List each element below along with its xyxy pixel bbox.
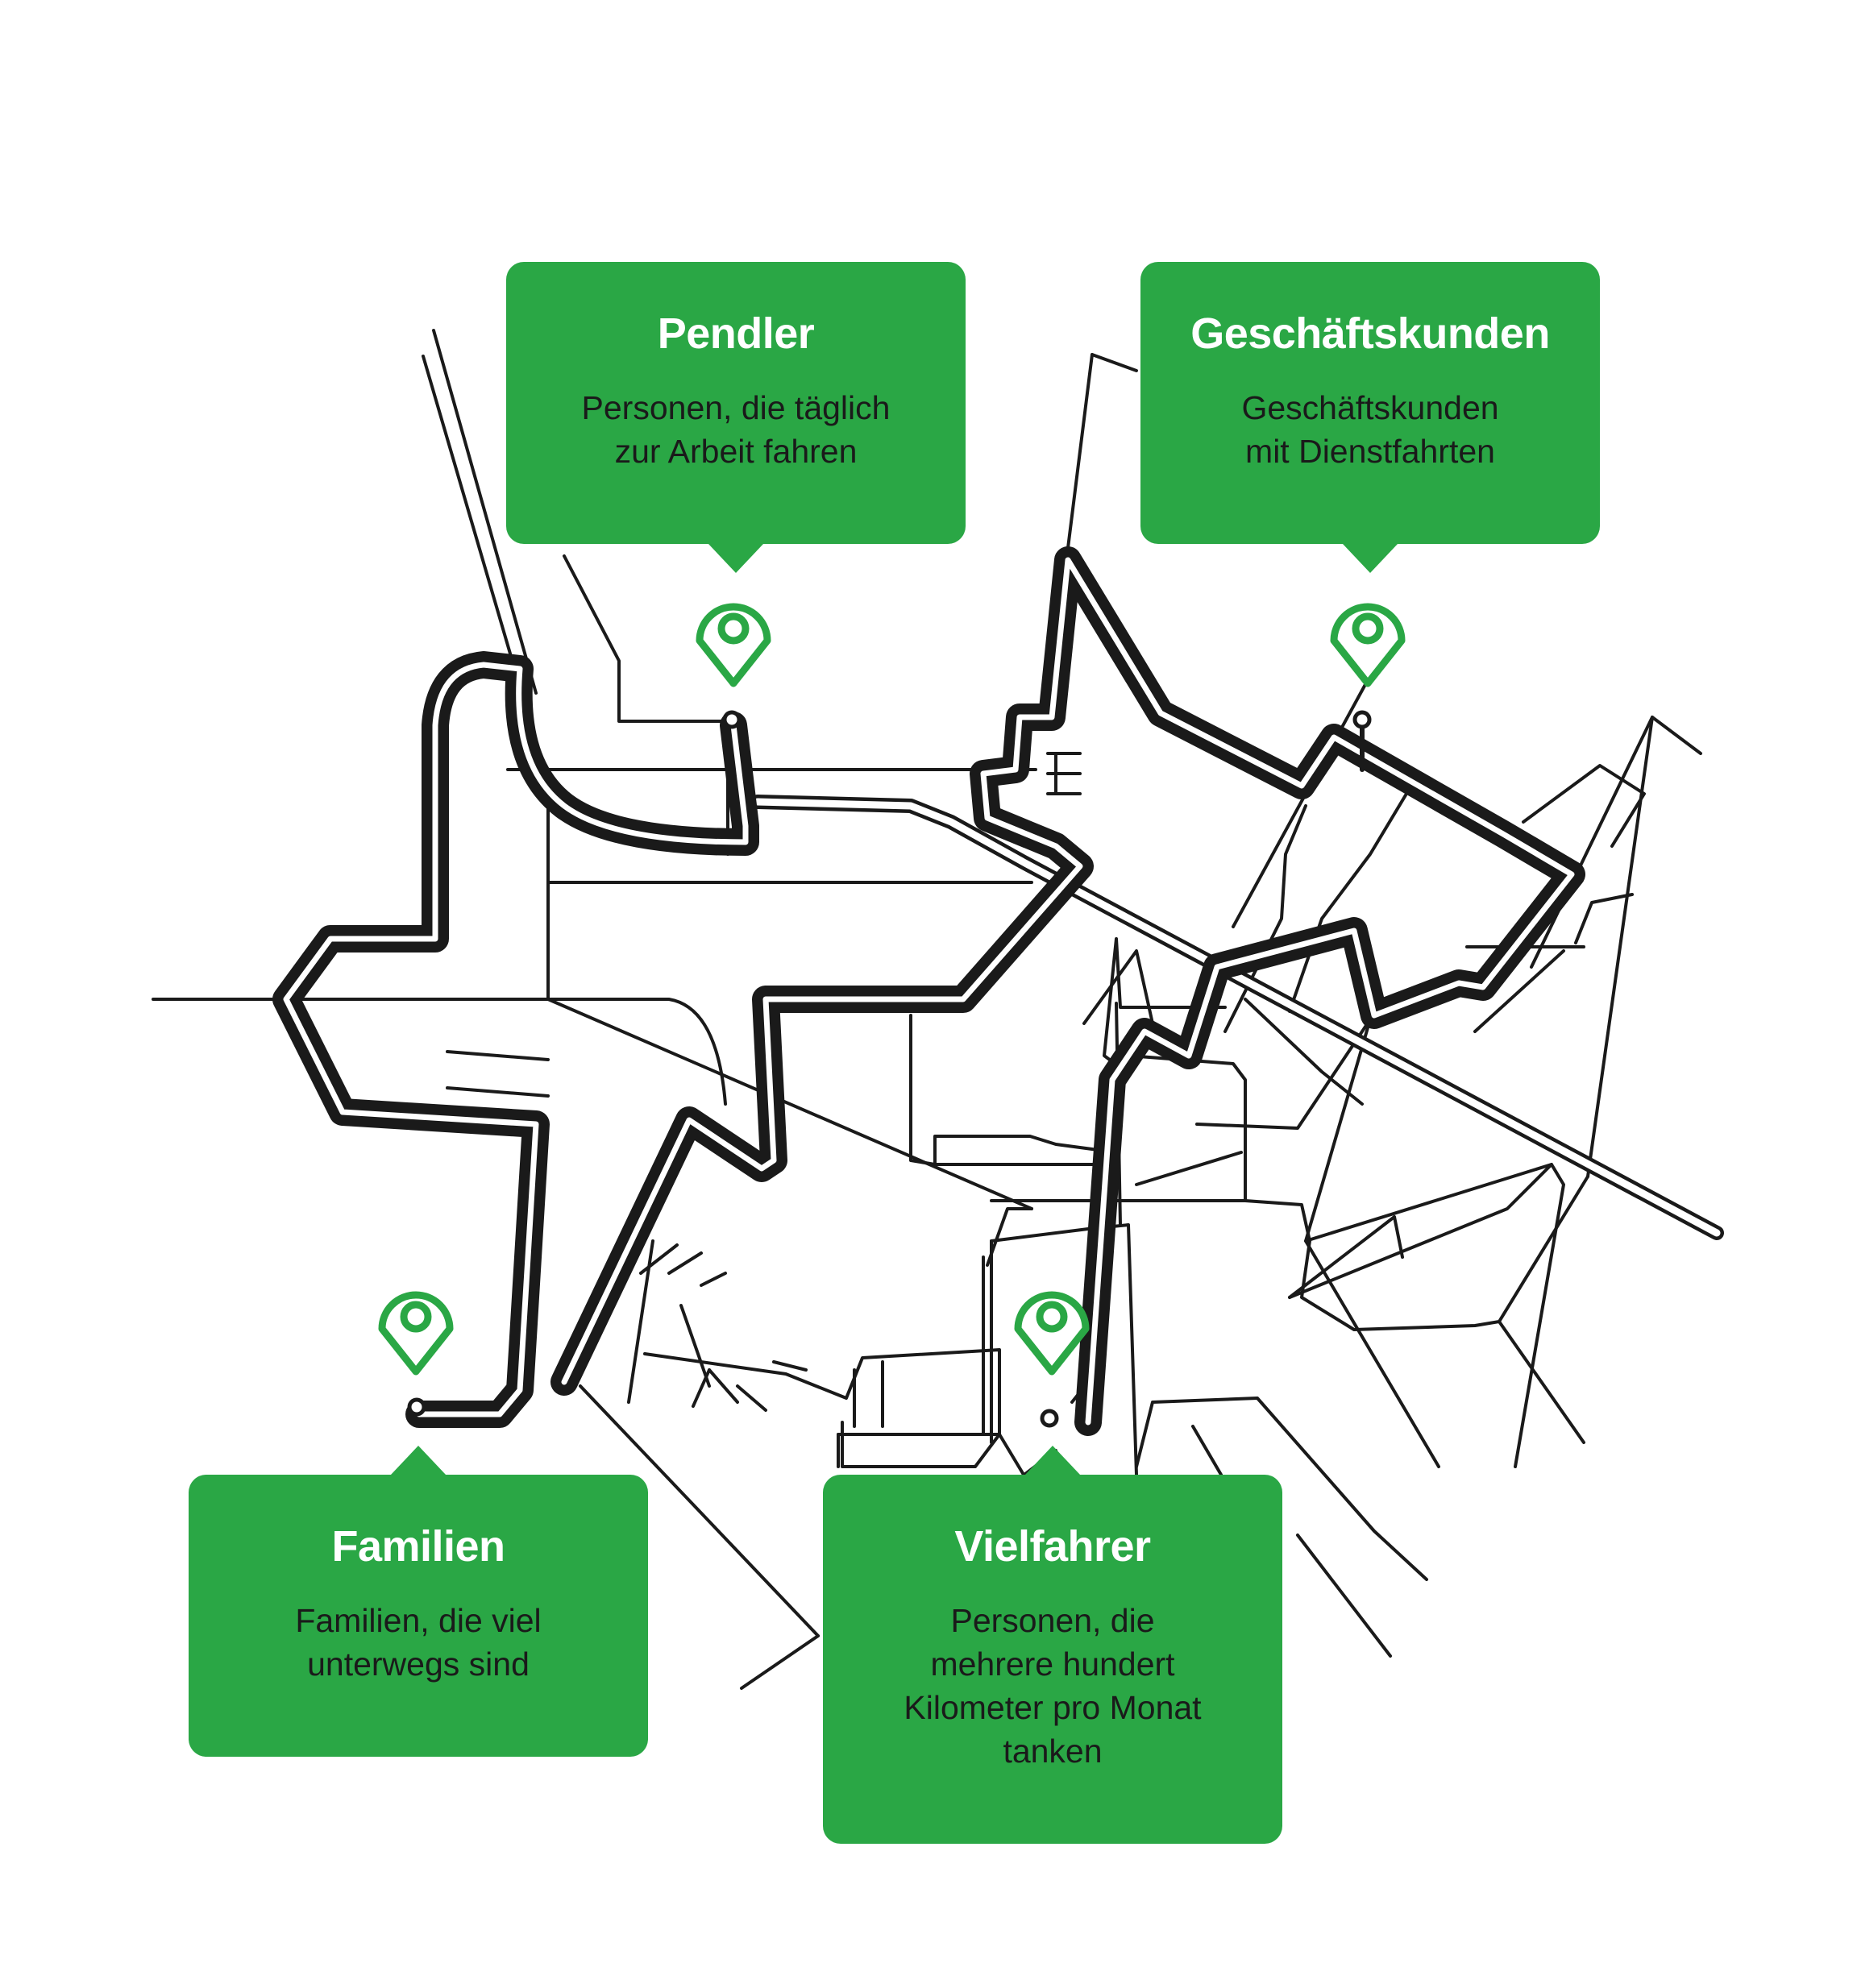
callout-title: Pendler — [657, 309, 815, 358]
callout-vielfahrer: Vielfahrer Personen, die mehrere hundert… — [823, 1446, 1282, 1844]
callout-familien: Familien Familien, die viel unterwegs si… — [189, 1446, 648, 1757]
callout-text: Geschäftskunden mit Dienstfahrten — [1241, 389, 1499, 470]
map-pin-icon — [696, 603, 771, 687]
highlighted-routes — [272, 546, 1585, 1436]
map-pin-icon — [1014, 1291, 1090, 1376]
main-road — [750, 795, 1724, 1240]
callout-text: Familien, die viel unterwegs sind — [295, 1602, 542, 1683]
callout-title: Geschäftskunden — [1190, 309, 1550, 358]
callout-text: Personen, die mehrere hundert Kilometer … — [904, 1602, 1202, 1770]
route-endpoints — [407, 710, 1372, 1428]
endpoint-vielfahrer — [1040, 1409, 1059, 1428]
callout-title: Familien — [331, 1522, 505, 1571]
callout-geschaeftskunden: Geschäftskunden Geschäftskunden mit Dien… — [1140, 262, 1600, 573]
callout-text: Personen, die täglich zur Arbeit fahren — [581, 389, 891, 470]
endpoint-pendler — [722, 710, 742, 729]
endpoint-familien — [407, 1397, 426, 1417]
endpoint-geschaeftskunden — [1352, 710, 1372, 729]
callout-pendler: Pendler Personen, die täglich zur Arbeit… — [506, 262, 966, 573]
map-pin-icon — [1330, 603, 1406, 687]
callout-title: Vielfahrer — [954, 1522, 1151, 1571]
map-pins — [378, 603, 1406, 1376]
map-pin-icon — [378, 1291, 454, 1376]
